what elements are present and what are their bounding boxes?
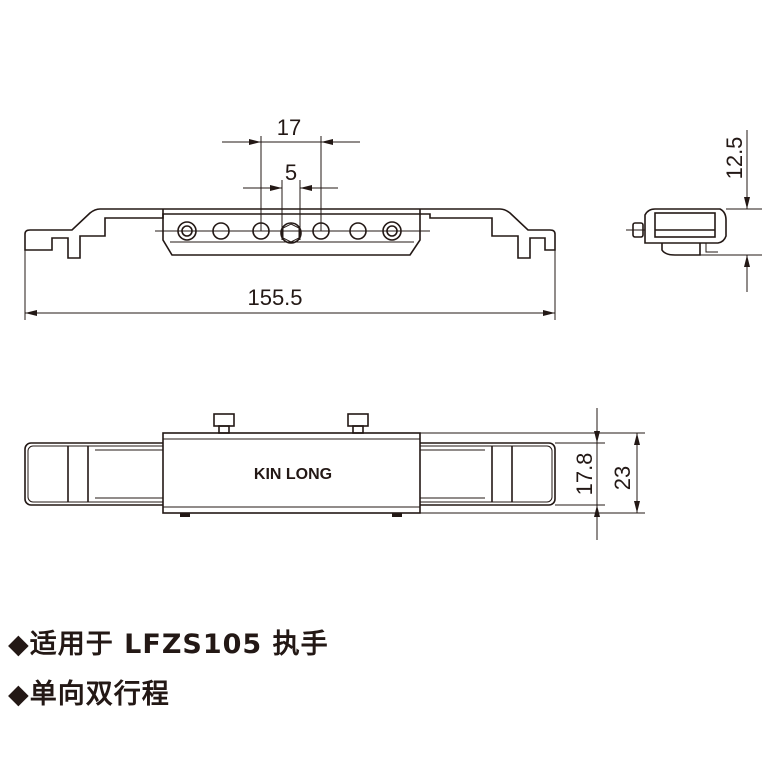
front-holes xyxy=(177,221,402,244)
front-body-outline xyxy=(24,208,556,259)
dim-23-label: 23 xyxy=(610,466,635,490)
diamond-bullet-icon: ◆ xyxy=(8,629,30,660)
top-view: KIN LONG 17.8 23 xyxy=(24,408,645,540)
diamond-bullet-icon: ◆ xyxy=(8,679,30,710)
dim-12-5-label: 12.5 xyxy=(722,137,747,180)
dim-155-label: 155.5 xyxy=(247,285,302,310)
dim-5-label: 5 xyxy=(285,160,297,185)
note-travel: ◆单向双行程 xyxy=(8,679,170,710)
dim-17-8-label: 17.8 xyxy=(572,453,597,496)
dim-17-label: 17 xyxy=(277,115,301,140)
top-knob-left xyxy=(213,413,235,427)
side-view: 12.5 xyxy=(626,130,762,292)
note-compatible-handle: ◆适用于 LFZS105 执手 xyxy=(8,629,329,660)
brand-label: KIN LONG xyxy=(254,466,332,483)
front-view: 17 5 155.5 xyxy=(24,115,556,320)
front-plate xyxy=(162,209,421,256)
top-knob-right xyxy=(347,413,369,427)
